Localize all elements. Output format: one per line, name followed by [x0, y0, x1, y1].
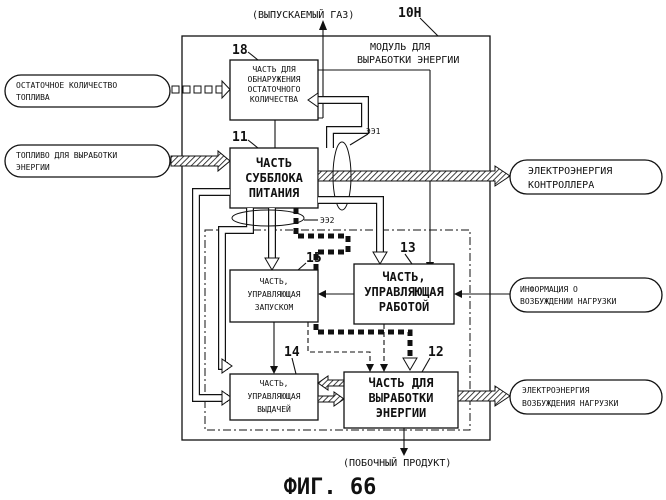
block-13-line-2: УПРАВЛЯЮЩАЯ [364, 285, 443, 299]
block-12-line-2: ВЫРАБОТКИ [368, 391, 433, 405]
hatched-path-11-to-15 [265, 208, 279, 270]
fuel-supply-arrow [171, 151, 230, 171]
terminal-controller-power-line-1: ЭЛЕКТРОЭНЕРГИЯ [528, 166, 612, 177]
block-15-line-1: ЧАСТЬ, [260, 277, 289, 286]
terminal-fuel [5, 145, 170, 177]
block-14-ref: 14 [284, 345, 300, 360]
terminal-load-power-line-1: ЭЛЕКТРОЭНЕРГИЯ [522, 386, 590, 395]
figure-caption: ФИГ. 66 [284, 475, 377, 500]
terminal-controller-power-line-2: КОНТРОЛЛЕРА [528, 180, 594, 191]
block-18-line-4: КОЛИЧЕСТВА [250, 95, 298, 104]
terminal-load-power-line-2: ВОЗБУЖДЕНИЯ НАГРУЗКИ [522, 399, 619, 408]
exhaust-arrowhead [319, 20, 327, 30]
block-13-line-1: ЧАСТЬ, [382, 270, 425, 284]
block-15-line-3: ЗАПУСКОМ [255, 303, 294, 312]
module-title-line-1: МОДУЛЬ ДЛЯ [370, 42, 430, 53]
block-18-line-3: ОСТАТОЧНОГО [248, 85, 301, 94]
byproduct-label: (ПОБОЧНЫЙ ПРОДУКТ) [343, 456, 451, 469]
terminal-residual-fuel [5, 75, 170, 107]
block-13-line-3: РАБОТОЙ [379, 299, 430, 314]
module-title-line-2: ВЫРАБОТКИ ЭНЕРГИИ [357, 55, 459, 66]
block-12-ref: 12 [428, 345, 444, 360]
block-12-line-3: ЭНЕРГИИ [376, 406, 427, 420]
block-18-ref: 18 [232, 43, 248, 58]
hatched-path-11-to-12-left [196, 192, 232, 405]
block-11-ref: 11 [232, 130, 248, 145]
block-11-line-1: ЧАСТЬ [256, 156, 292, 170]
ee2-label: ЭЭ2 [320, 216, 335, 225]
terminal-residual-fuel-line-1: ОСТАТОЧНОЕ КОЛИЧЕСТВО [16, 81, 117, 90]
terminal-load-info-line-1: ИНФОРМАЦИЯ О [520, 285, 578, 294]
exhaust-gas-label: (ВЫПУСКАЕМЫЙ ГАЗ) [252, 8, 354, 21]
hatched-path-12-to-14 [318, 376, 344, 406]
block-15-ref: 15 [306, 251, 322, 266]
block-11-line-2: СУББЛОКА [245, 171, 304, 185]
terminal-fuel-line-2: ЭНЕРГИИ [16, 163, 50, 172]
block-14-line-3: ВЫДАЧЕЙ [257, 403, 291, 414]
module-ref-label: 10H [398, 6, 421, 21]
terminal-residual-fuel-line-2: ТОПЛИВА [16, 93, 50, 102]
block-14-line-1: ЧАСТЬ, [260, 379, 289, 388]
controller-power-arrow [318, 166, 510, 186]
module-ref-leader [420, 18, 438, 36]
ee1-label: ЭЭ1 [366, 127, 381, 136]
terminal-load-info [510, 278, 662, 312]
block-15-line-2: УПРАВЛЯЮЩАЯ [248, 290, 301, 299]
block-18-line-1: ЧАСТЬ ДЛЯ [252, 65, 296, 74]
block-18-line-2: ОБНАРУЖЕНИЯ [248, 75, 301, 84]
block-13-ref: 13 [400, 241, 416, 256]
terminal-load-info-line-2: ВОЗБУЖДЕНИИ НАГРУЗКИ [520, 297, 617, 306]
load-power-arrow [458, 386, 510, 406]
terminal-fuel-line-1: ТОПЛИВО ДЛЯ ВЫРАБОТКИ [16, 151, 117, 160]
block-11-line-3: ПИТАНИЯ [249, 186, 300, 200]
block-14-line-2: УПРАВЛЯЮЩАЯ [248, 392, 301, 401]
block-12-line-1: ЧАСТЬ ДЛЯ [368, 376, 433, 390]
residual-fuel-signal-arrow [172, 81, 230, 98]
